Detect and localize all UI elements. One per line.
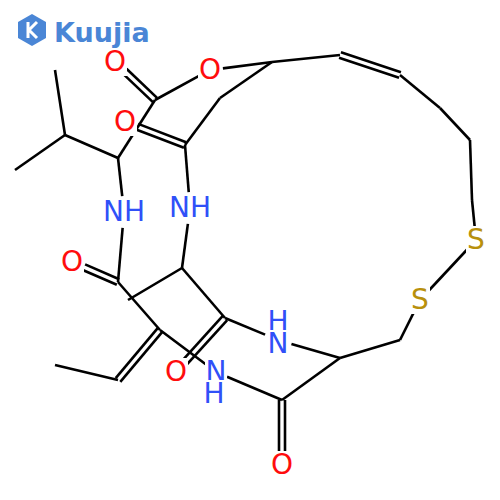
bond-line xyxy=(272,55,340,62)
atom-label: O xyxy=(60,248,84,276)
bond-line xyxy=(55,70,65,135)
bond-line xyxy=(138,124,186,142)
atom-label: O xyxy=(164,358,188,386)
bond-line xyxy=(155,76,199,100)
watermark-logo: Kuujia xyxy=(54,19,150,46)
atom-label: O xyxy=(113,108,137,136)
bond-line xyxy=(220,62,272,98)
bond-line xyxy=(340,340,400,358)
bond-line xyxy=(118,158,122,196)
bond-line xyxy=(470,140,472,200)
bond-line xyxy=(118,282,160,330)
bond-line xyxy=(128,268,182,300)
atom-label: S xyxy=(466,226,486,254)
logo-icon xyxy=(18,14,46,46)
atom-label: N xyxy=(267,330,290,358)
bond-line xyxy=(400,75,440,108)
atom-label: O xyxy=(270,451,294,479)
logo-hexagon xyxy=(18,14,46,46)
bond-line xyxy=(225,318,265,335)
bond-line xyxy=(85,264,119,279)
bond-line xyxy=(185,145,189,192)
atom-label: H xyxy=(202,380,225,408)
atom-label: O xyxy=(103,48,127,76)
bond-line xyxy=(440,108,470,140)
bond-line xyxy=(116,328,158,378)
bond-line xyxy=(339,58,399,78)
bond-line xyxy=(183,316,223,360)
bond-line xyxy=(429,250,467,291)
atom-label: NH xyxy=(168,194,212,222)
atom-label: O xyxy=(198,56,222,84)
logo-mark xyxy=(28,22,37,38)
bond-line xyxy=(182,268,225,318)
bond-line xyxy=(284,400,287,452)
bond-line xyxy=(55,365,118,380)
bond-line xyxy=(185,98,220,145)
bond-line xyxy=(118,228,123,282)
bond-line xyxy=(472,200,475,227)
bond-line xyxy=(120,332,162,382)
bond-line xyxy=(291,344,340,358)
bond-line xyxy=(278,400,281,452)
bond-line xyxy=(126,69,157,98)
bond-line xyxy=(122,73,153,102)
atom-label: NH xyxy=(102,198,146,226)
atom-label: S xyxy=(410,286,430,314)
bond-line xyxy=(282,358,340,400)
bond-line xyxy=(182,224,188,268)
bond-line xyxy=(15,135,65,170)
bond-line xyxy=(400,312,414,340)
bond-line xyxy=(227,377,282,400)
bond-line xyxy=(65,135,118,158)
